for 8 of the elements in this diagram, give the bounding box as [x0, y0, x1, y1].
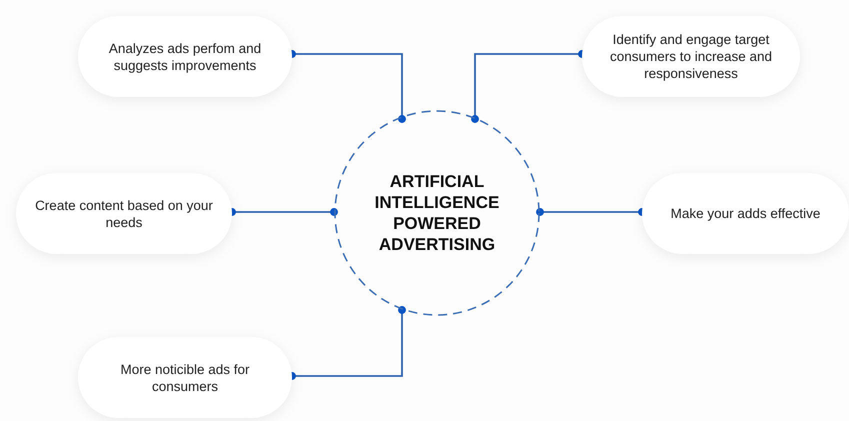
card-text: More noticible ads for consumers	[119, 360, 251, 394]
card-text: Create content based on your needs	[34, 196, 214, 230]
card-text: Analyzes ads perfom and suggests improvements	[108, 40, 262, 74]
card-text: Make your adds effective	[670, 205, 820, 222]
dashed-circle	[334, 110, 540, 316]
title-text: ARTIFICIAL INTELLIGENCE POWERED ADVERTISING	[374, 171, 500, 255]
card-text: Identify and engage target consumers to increase and responsiveness	[608, 31, 774, 82]
rounded-card	[642, 173, 849, 254]
